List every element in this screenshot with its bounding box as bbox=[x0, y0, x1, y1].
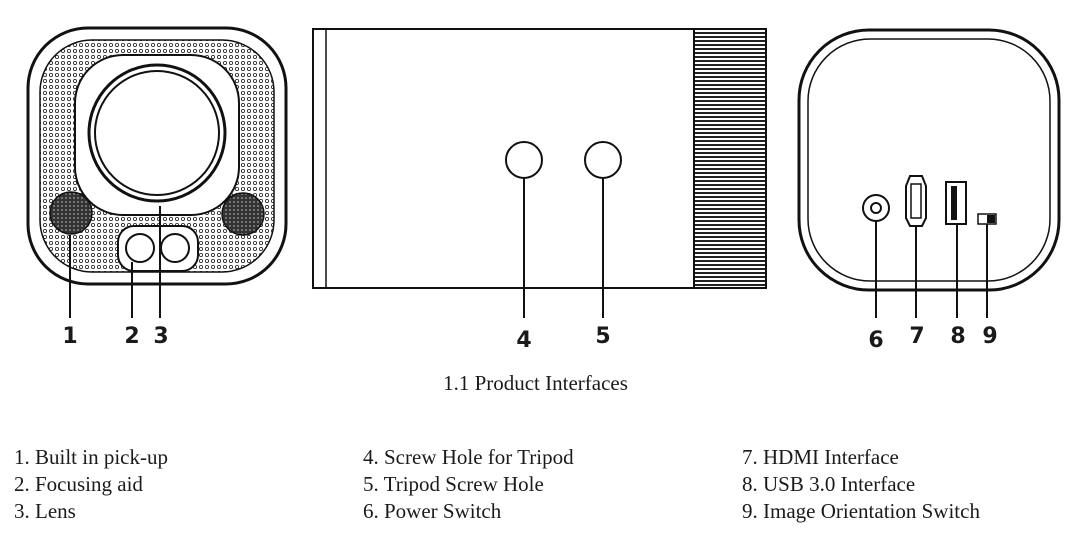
tripod-screw-hole-5 bbox=[584, 141, 622, 179]
legend-item-7: 7. HDMI Interface bbox=[742, 445, 899, 469]
legend-item-3: 3. Lens bbox=[14, 499, 76, 523]
legend-item-4: 4. Screw Hole for Tripod bbox=[363, 445, 574, 469]
orientation-switch-knob bbox=[987, 215, 995, 223]
callout-1: 1 bbox=[62, 324, 77, 349]
figure-caption: 1.1 Product Interfaces bbox=[443, 371, 628, 395]
legend-item-9: 9. Image Orientation Switch bbox=[742, 499, 980, 523]
legend-column-3: 7. HDMI Interface 8. USB 3.0 Interface 9… bbox=[742, 444, 980, 525]
rear-view bbox=[797, 28, 1061, 318]
rear-body-inner-outline bbox=[807, 38, 1051, 282]
callout-8: 8 bbox=[950, 324, 965, 349]
front-view bbox=[26, 26, 288, 318]
lens bbox=[94, 70, 220, 196]
legend-column-2: 4. Screw Hole for Tripod 5. Tripod Screw… bbox=[363, 444, 574, 525]
pickup-left bbox=[49, 191, 93, 235]
rear-body-outline bbox=[797, 28, 1061, 292]
focusing-aid-sensor-left bbox=[125, 233, 155, 263]
legend-item-8: 8. USB 3.0 Interface bbox=[742, 472, 916, 496]
legend-item-2: 2. Focusing aid bbox=[14, 472, 143, 496]
callout-9: 9 bbox=[982, 324, 997, 349]
callout-2: 2 bbox=[124, 324, 139, 349]
pickup-right bbox=[221, 192, 265, 236]
callout-5: 5 bbox=[595, 324, 610, 349]
focus-ring-grip bbox=[693, 28, 767, 289]
tripod-screw-hole-4 bbox=[505, 141, 543, 179]
legend-column-1: 1. Built in pick-up 2. Focusing aid 3. L… bbox=[14, 444, 168, 525]
callout-7: 7 bbox=[909, 324, 924, 349]
hdmi-port-inner bbox=[910, 183, 922, 219]
product-diagram: 1 2 3 4 5 6 7 8 9 bbox=[26, 26, 1061, 353]
callout-4: 4 bbox=[516, 328, 531, 353]
legend-item-5: 5. Tripod Screw Hole bbox=[363, 472, 544, 496]
legend-item-1: 1. Built in pick-up bbox=[14, 445, 168, 469]
power-switch-center bbox=[870, 202, 882, 214]
usb-port-inner bbox=[951, 186, 957, 220]
legend-item-6: 6. Power Switch bbox=[363, 499, 502, 523]
callout-3: 3 bbox=[153, 324, 168, 349]
callout-6: 6 bbox=[868, 328, 883, 353]
side-view bbox=[312, 28, 767, 318]
focusing-aid-sensor-right bbox=[160, 233, 190, 263]
